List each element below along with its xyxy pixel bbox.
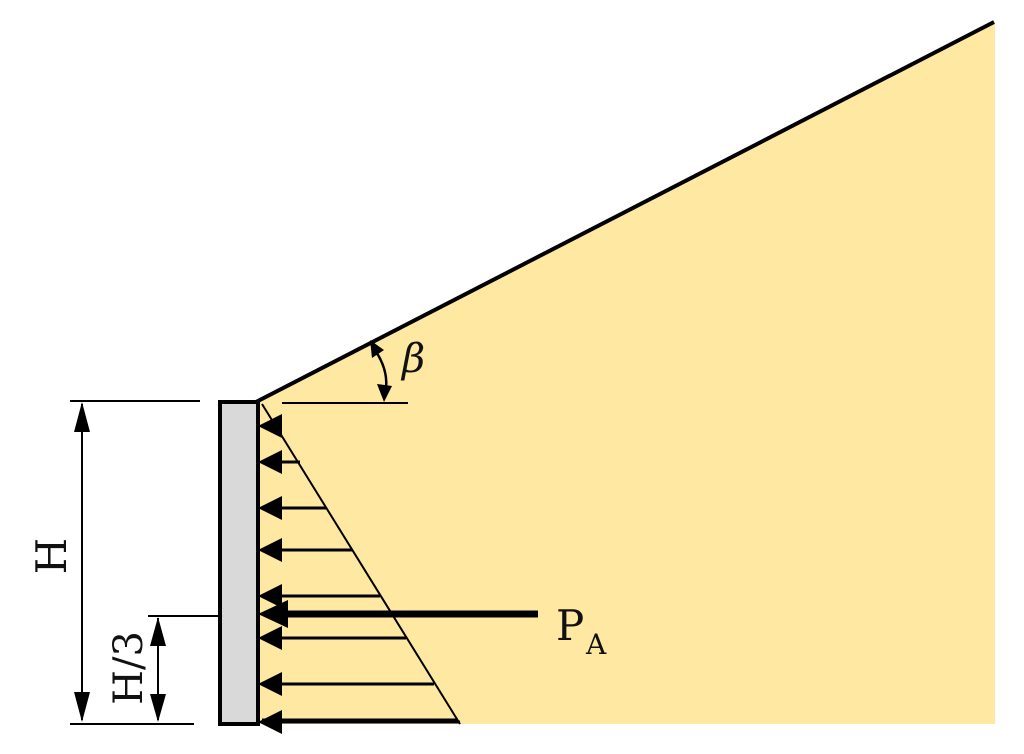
pressure-arrowhead bbox=[258, 672, 282, 696]
resultant-force-arrowhead bbox=[258, 600, 288, 628]
pressure-arrowhead bbox=[258, 414, 282, 438]
pressure-arrowhead bbox=[258, 538, 282, 562]
retaining-wall bbox=[218, 400, 260, 726]
force-label: P bbox=[556, 601, 584, 650]
third-height-dim-arrow-bottom bbox=[150, 694, 166, 722]
beta-arc-arrowhead-bottom bbox=[377, 384, 392, 402]
force-label-subscript: A bbox=[585, 628, 607, 661]
pressure-arrowhead bbox=[258, 626, 282, 650]
soil-backfill bbox=[258, 22, 995, 724]
pressure-arrowhead bbox=[258, 584, 282, 608]
height-label: H bbox=[27, 538, 76, 575]
pressure-arrowhead bbox=[258, 450, 282, 474]
height-dim-arrow-bottom bbox=[74, 692, 90, 722]
pressure-arrowhead bbox=[258, 496, 282, 520]
beta-angle-label: β bbox=[400, 336, 425, 382]
pressure-arrowhead bbox=[258, 710, 282, 734]
third-height-dim-arrow-top bbox=[150, 617, 166, 646]
third-height-label: H/3 bbox=[106, 631, 152, 705]
beta-arc-arrowhead-top bbox=[370, 340, 384, 358]
ground-surface-line bbox=[255, 20, 995, 404]
pressure-distribution-edge bbox=[261, 403, 461, 725]
pressure-arrowheads bbox=[258, 414, 282, 734]
height-dim-arrow-top bbox=[74, 402, 90, 432]
